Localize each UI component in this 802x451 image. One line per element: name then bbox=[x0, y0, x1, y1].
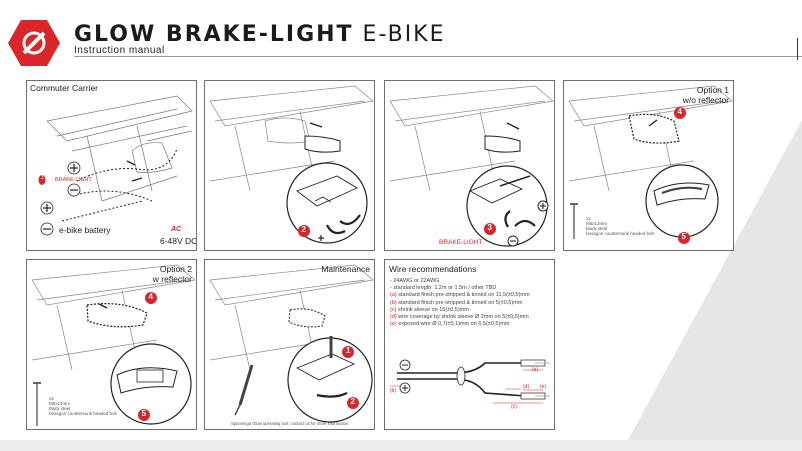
decorative-grey-triangle bbox=[622, 120, 802, 451]
wire-spec-list: - 24AWG or 22AWG - standard length: 1.2m… bbox=[390, 278, 530, 328]
step-number: 4 bbox=[677, 107, 682, 116]
wire-spec-line: (a) standard finish pre-stripped & tinne… bbox=[390, 292, 530, 299]
wire-spec-line: (b) standard finish pre-stripped & tinne… bbox=[390, 299, 523, 306]
diagram-tag-a: (a) bbox=[532, 367, 539, 373]
wire-spec-line: - 24AWG or 22AWG bbox=[390, 278, 440, 284]
document-subtitle: Instruction manual bbox=[74, 45, 165, 56]
battery-label: e-bike battery bbox=[59, 225, 111, 235]
panel-title: Commuter Carrier bbox=[30, 83, 99, 93]
step-number: 1 bbox=[40, 175, 44, 181]
diagram-tag-c: (c) bbox=[511, 404, 517, 410]
panel-title: Maintenance bbox=[321, 264, 370, 274]
voltage-label: 6-48V DC bbox=[160, 236, 197, 246]
brake-light-label: BRAKE-LIGHT bbox=[439, 239, 483, 246]
document-title: GLOW BRAKE-LIGHT E-BIKE bbox=[74, 22, 446, 47]
glow-logo-icon bbox=[8, 20, 60, 66]
option-2-illustration bbox=[31, 264, 196, 426]
wire-spec-line: (d) wire coverage by shrink sleeve Ø 2mm… bbox=[390, 314, 529, 321]
panel-step-3: 3 BRAKE-LIGHT bbox=[384, 80, 555, 251]
panel-title: Wire recommendations bbox=[389, 264, 477, 274]
diagram-tag-e: (e) bbox=[540, 384, 547, 390]
step-number: 3 bbox=[487, 223, 492, 232]
panel-wire-recommendations: Wire recommendations - 24AWG or 22AWG - … bbox=[384, 259, 555, 430]
option-1-illustration bbox=[568, 85, 733, 244]
mounting-illustration bbox=[209, 85, 374, 244]
ac-logo: AC bbox=[171, 226, 182, 233]
maintenance-illustration bbox=[209, 264, 374, 423]
wire-diagram bbox=[390, 359, 550, 404]
step-number: 2 bbox=[301, 225, 306, 234]
diagram-tag-d: (d) bbox=[523, 384, 530, 390]
maintenance-footnote: Spanninga Glow operating tool: contact u… bbox=[231, 421, 349, 426]
step-number: 4 bbox=[148, 292, 153, 301]
wire-spec-line: - standard length: 1.2m or 1.5m / other … bbox=[390, 285, 497, 292]
header-rule bbox=[74, 56, 802, 57]
panel-maintenance: Maintenance 1 2 Spanninga Glow operating… bbox=[204, 259, 375, 430]
wire-spec-line: (e) exposed wire Ø 0,7(±0,1)mm on 6.5(±0… bbox=[390, 321, 510, 328]
footer-band bbox=[0, 440, 802, 451]
step-number: 5 bbox=[141, 409, 146, 418]
carrier-illustration bbox=[38, 95, 193, 236]
panel-commuter-carrier: Commuter Carrier 1 BRAKE-LIGHT e-bike ba… bbox=[26, 80, 197, 251]
step-number: 1 bbox=[346, 346, 351, 355]
header: GLOW BRAKE-LIGHT E-BIKE Instruction manu… bbox=[0, 0, 802, 72]
brake-light-label: BRAKE-LIGHT bbox=[55, 177, 92, 183]
connection-illustration bbox=[389, 85, 554, 247]
wire-spec-line: (c) shrink sleeve on 15(±0,5)mm bbox=[390, 306, 469, 313]
diagram-tag-b: (b) bbox=[390, 388, 397, 394]
step-number: 5 bbox=[681, 232, 686, 241]
step-number: 2 bbox=[350, 397, 355, 406]
header-divider bbox=[797, 38, 798, 60]
panel-step-2: 2 bbox=[204, 80, 375, 251]
